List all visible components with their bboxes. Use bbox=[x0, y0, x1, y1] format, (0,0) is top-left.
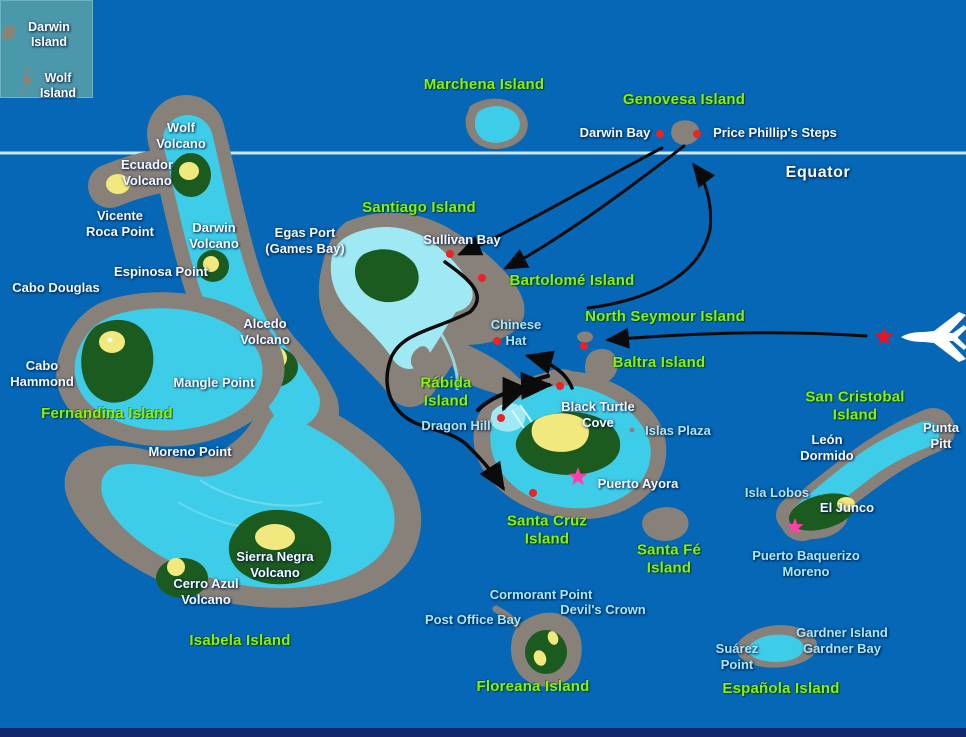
visitor-site-dot bbox=[580, 342, 588, 350]
route-arrow-to-sullivan-bay bbox=[457, 146, 664, 256]
bottom-bar bbox=[0, 728, 966, 737]
visitor-site-dot bbox=[493, 337, 501, 345]
route-arrow-to-santa-cruz bbox=[385, 260, 505, 491]
island-baltra bbox=[584, 348, 618, 385]
sierra-negra-volcano-shape bbox=[228, 509, 332, 585]
cerro-azul-volcano-shape bbox=[156, 558, 208, 598]
cruise-routes bbox=[385, 144, 868, 491]
visitor-site-dot bbox=[478, 274, 486, 282]
island-floreana bbox=[492, 605, 582, 687]
route-arrow-to-bartolome bbox=[503, 144, 686, 270]
route-arrow-to-chinese-hat bbox=[524, 350, 574, 390]
darwin-islet-shape bbox=[2, 25, 16, 41]
wolf-volcano-shape bbox=[171, 153, 211, 197]
visitor-site-dot bbox=[693, 130, 701, 138]
darwin-volcano-shape bbox=[197, 250, 229, 282]
route-arrow-to-genovesa bbox=[586, 162, 716, 310]
island-santa-fe bbox=[642, 507, 689, 541]
island-espanola bbox=[736, 625, 818, 668]
inset-legend bbox=[0, 0, 93, 98]
island-rabida bbox=[410, 346, 431, 371]
island-fernandina bbox=[56, 292, 285, 447]
island-san-cristobal bbox=[776, 408, 955, 541]
island-north-seymour bbox=[577, 331, 593, 343]
visitor-site-dot bbox=[497, 414, 505, 422]
arrival-star-icon bbox=[874, 327, 894, 345]
visitor-site-dot bbox=[529, 489, 537, 497]
airplane-icon bbox=[901, 312, 966, 362]
island-santiago bbox=[318, 212, 527, 407]
visitor-site-dot bbox=[556, 382, 564, 390]
island-islas-plaza bbox=[629, 427, 635, 433]
visitor-site-dot bbox=[446, 250, 454, 258]
wolf-islet-shapes bbox=[21, 67, 31, 94]
visitor-site-dots bbox=[446, 130, 701, 497]
island-genovesa bbox=[671, 120, 700, 145]
ecuador-volcano-caldera bbox=[106, 174, 130, 194]
route-arrow-flight-to-baltra bbox=[605, 327, 868, 349]
island-marchena bbox=[465, 98, 528, 150]
route-arrow-to-black-turtle-cove bbox=[476, 371, 553, 412]
visitor-site-dot bbox=[656, 130, 664, 138]
